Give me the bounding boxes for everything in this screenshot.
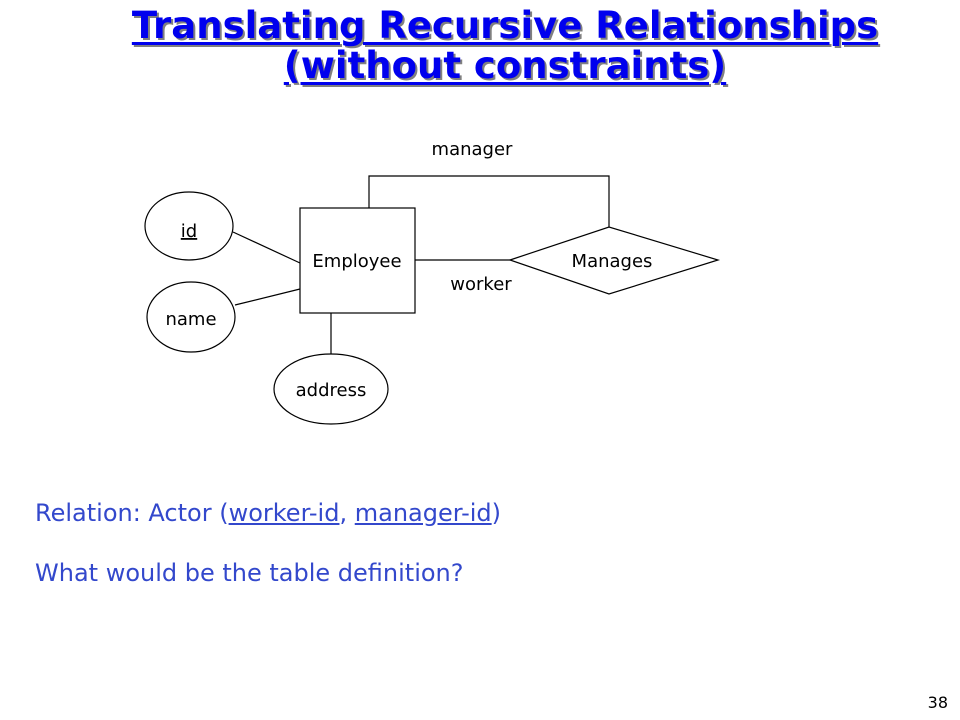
manager-connector — [368, 175, 610, 227]
attribute-address-label: address — [296, 380, 367, 401]
attribute-id-label: id — [181, 221, 197, 242]
attribute-address — [273, 353, 389, 425]
relation-suffix: ) — [491, 499, 502, 527]
relation-key-manager-id: manager-id — [354, 499, 492, 527]
relationship-manages-label: Manages — [572, 251, 653, 272]
attribute-name-label: name — [165, 309, 216, 330]
entity-employee — [299, 207, 416, 314]
entity-employee-label: Employee — [312, 251, 401, 272]
slide-title: Translating Recursive Relationships (wit… — [0, 6, 960, 86]
page-number: 38 — [927, 693, 948, 712]
relation-separator: , — [339, 499, 355, 527]
id-connector — [232, 231, 301, 264]
relationship-manages — [508, 226, 721, 295]
relation-prefix: Relation: Actor ( — [35, 499, 229, 527]
title-line-1: Translating Recursive Relationships — [131, 4, 879, 47]
attribute-id — [144, 191, 234, 261]
relation-schema: Relation: Actor (worker-id, manager-id) — [35, 498, 501, 528]
attribute-name — [146, 281, 236, 353]
name-connector — [234, 288, 301, 306]
relation-key-worker-id: worker-id — [228, 499, 340, 527]
role-worker-label: worker — [450, 274, 512, 295]
role-manager-label: manager — [432, 139, 514, 160]
question-text: What would be the table definition? — [35, 559, 464, 587]
title-line-2: (without constraints) — [283, 44, 727, 87]
